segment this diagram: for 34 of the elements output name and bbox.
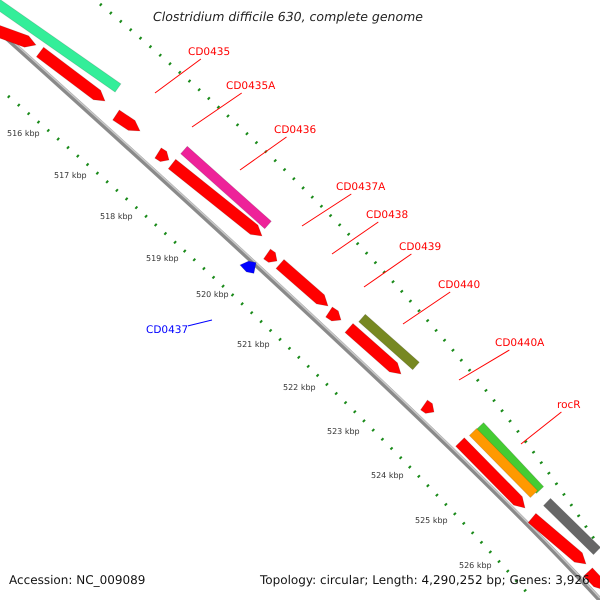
title: Clostridium difficile 630, complete genome [153, 10, 423, 24]
gene-label: CD0440A [495, 338, 544, 350]
scale-label: 522 kbp [283, 384, 316, 393]
leader-line [364, 254, 412, 288]
scale-label: 520 kbp [196, 291, 229, 300]
gene-label: CD0437A [336, 182, 386, 194]
leader-line [458, 350, 510, 380]
scale-label: 526 kbp [459, 562, 492, 571]
gene-label: CD0435A [226, 81, 276, 93]
scale-label: 519 kbp [146, 255, 179, 264]
scale-label: 521 kbp [237, 341, 270, 350]
scale-label: 517 kbp [54, 172, 87, 181]
gene-label: CD0437 [146, 325, 188, 337]
gene-label: CD0438 [366, 210, 408, 222]
gene-label: CD0436 [274, 125, 316, 137]
leader-line [192, 92, 242, 128]
gene-label: CD0435 [188, 47, 230, 59]
footer-text: Topology: circular; Length: 4,290,252 bp; Genes: 3,926 [260, 574, 590, 588]
leader-line [302, 194, 352, 226]
gene-label: CD0439 [399, 242, 442, 254]
leader-line [188, 320, 212, 326]
leader-line [332, 222, 379, 254]
gene-label: CD0440 [438, 280, 480, 292]
footer-text: Accession: NC_009089 [9, 574, 146, 588]
scale-label: 516 kbp [7, 130, 40, 139]
leader-line [154, 58, 202, 94]
leader-line [240, 136, 287, 170]
scale-label: 523 kbp [327, 428, 360, 437]
scale-label: 518 kbp [100, 213, 133, 222]
leader-line [402, 292, 451, 324]
scale-label: 525 kbp [415, 517, 448, 526]
leader-line [520, 412, 562, 444]
gene-label: rocR [557, 400, 581, 412]
scale-label: 524 kbp [371, 472, 404, 481]
